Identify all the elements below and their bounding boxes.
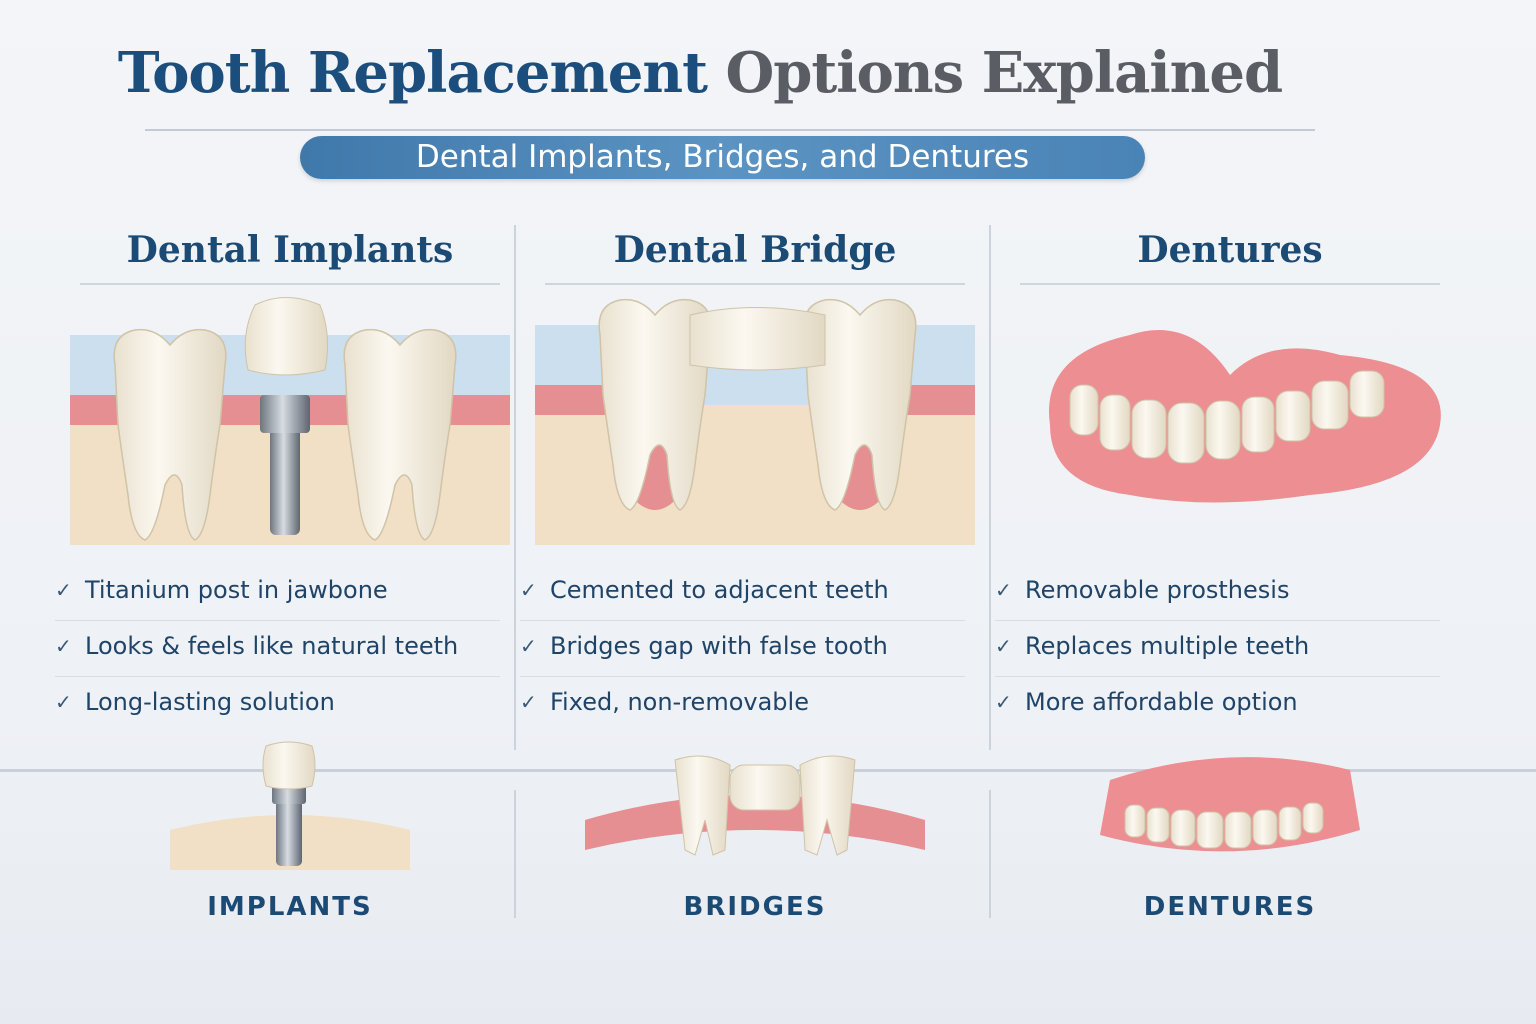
check-icon: ✓ bbox=[55, 634, 72, 658]
feature-text: Long-lasting solution bbox=[85, 688, 335, 716]
feature-text: Cemented to adjacent teeth bbox=[550, 576, 889, 604]
column-heading: Dental Bridge bbox=[545, 225, 965, 285]
column-divider bbox=[989, 225, 991, 750]
check-icon: ✓ bbox=[520, 690, 537, 714]
feature-text: More affordable option bbox=[1025, 688, 1298, 716]
column-bridge: Dental Bridge ✓ Cemented to adjacent teet… bbox=[520, 225, 990, 733]
check-icon: ✓ bbox=[520, 634, 537, 658]
feature-item: ✓ Cemented to adjacent teeth bbox=[520, 565, 965, 621]
bottom-bridges: BRIDGES bbox=[520, 740, 990, 922]
feature-list: ✓ Removable prosthesis ✓ Replaces multiple… bbox=[995, 565, 1440, 733]
bridge-icon bbox=[585, 755, 925, 856]
check-icon: ✓ bbox=[55, 690, 72, 714]
title-part1: Tooth Replacement bbox=[117, 40, 708, 106]
feature-item: ✓ More affordable option bbox=[995, 677, 1440, 733]
feature-item: ✓ Titanium post in jawbone bbox=[55, 565, 500, 621]
column-divider bbox=[514, 790, 516, 918]
check-icon: ✓ bbox=[995, 634, 1012, 658]
feature-item: ✓ Bridges gap with false tooth bbox=[520, 621, 965, 677]
column-dentures: Dentures ✓ Removable prosthesis ✓ Replaces… bbox=[995, 225, 1465, 733]
subtitle-banner: Dental Implants, Bridges, and Dentures bbox=[300, 136, 1145, 179]
feature-item: ✓ Long-lasting solution bbox=[55, 677, 500, 733]
feature-item: ✓ Removable prosthesis bbox=[995, 565, 1440, 621]
feature-item: ✓ Looks & feels like natural teeth bbox=[55, 621, 500, 677]
feature-list: ✓ Titanium post in jawbone ✓ Looks & feels… bbox=[55, 565, 500, 733]
column-implants: Dental Implants ✓ Titanium post in jawbon… bbox=[55, 225, 525, 733]
bottom-dentures: DENTURES bbox=[995, 740, 1465, 922]
column-divider bbox=[514, 225, 516, 750]
feature-item: ✓ Fixed, non-removable bbox=[520, 677, 965, 733]
implant-icon bbox=[170, 741, 410, 870]
category-label: IMPLANTS bbox=[207, 892, 373, 922]
feature-text: Bridges gap with false tooth bbox=[550, 632, 888, 660]
denture-icon bbox=[1100, 757, 1360, 852]
title-divider bbox=[145, 129, 1315, 131]
feature-text: Looks & feels like natural teeth bbox=[85, 632, 459, 660]
category-label: DENTURES bbox=[1143, 892, 1317, 922]
title-part2: Options Explained bbox=[725, 40, 1283, 106]
check-icon: ✓ bbox=[55, 578, 72, 602]
column-divider bbox=[989, 790, 991, 918]
feature-text: Fixed, non-removable bbox=[550, 688, 809, 716]
check-icon: ✓ bbox=[995, 578, 1012, 602]
category-label: BRIDGES bbox=[683, 892, 827, 922]
feature-list: ✓ Cemented to adjacent teeth ✓ Bridges gap… bbox=[520, 565, 965, 733]
feature-text: Titanium post in jawbone bbox=[85, 576, 388, 604]
bottom-implants: IMPLANTS bbox=[55, 740, 525, 922]
feature-text: Replaces multiple teeth bbox=[1025, 632, 1310, 660]
check-icon: ✓ bbox=[995, 690, 1012, 714]
column-heading: Dental Implants bbox=[80, 225, 500, 285]
feature-item: ✓ Replaces multiple teeth bbox=[995, 621, 1440, 677]
denture-illustration bbox=[995, 285, 1465, 565]
check-icon: ✓ bbox=[520, 578, 537, 602]
implant-illustration bbox=[55, 285, 525, 565]
column-heading: Dentures bbox=[1020, 225, 1440, 285]
feature-text: Removable prosthesis bbox=[1025, 576, 1290, 604]
bridge-illustration bbox=[520, 285, 990, 565]
page-title: Tooth Replacement Options Explained bbox=[0, 40, 1400, 106]
